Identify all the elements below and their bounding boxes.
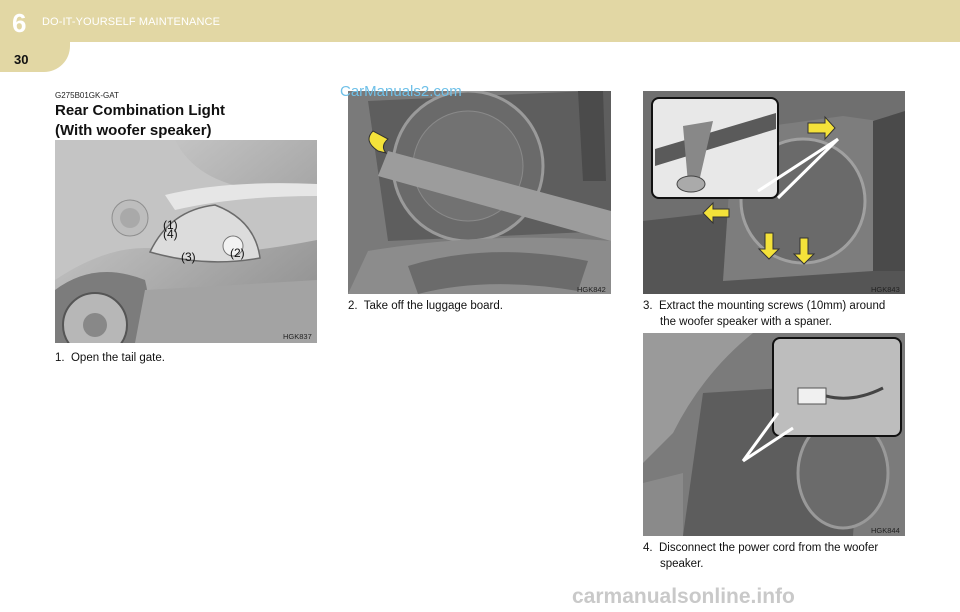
- watermark-top: CarManuals2.com: [340, 83, 462, 100]
- figure-tail-light: [55, 140, 317, 343]
- watermark-bottom: carmanualsonline.info: [572, 585, 795, 608]
- step-3-text-line1: Extract the mounting screws (10mm) aroun…: [658, 300, 886, 312]
- chapter-title: DO-IT-YOURSELF MAINTENANCE: [42, 16, 221, 28]
- figure-code-1: HGK837: [283, 332, 312, 341]
- header-band: [0, 0, 960, 42]
- callout-4: (4): [163, 227, 178, 241]
- callout-3: (3): [181, 250, 196, 264]
- section-title-line1: Rear Combination Light: [55, 102, 225, 119]
- step-4-text-line2: speaker.: [660, 558, 704, 570]
- step-3-text-line2: the woofer speaker with a spaner.: [660, 316, 832, 328]
- section-title: Rear Combination Light (With woofer spea…: [55, 101, 225, 141]
- step-3-number: 3.: [643, 300, 653, 312]
- step-3: 3. Extract the mounting screws (10mm) ar…: [643, 298, 885, 330]
- step-1-number: 1.: [55, 352, 65, 364]
- step-4-number: 4.: [643, 542, 653, 554]
- callout-1: (1): [163, 218, 178, 232]
- figure-code-4: HGK844: [871, 526, 900, 535]
- step-1-text: Open the tail gate.: [70, 352, 165, 364]
- figure-luggage-board: [348, 91, 611, 294]
- figure-code-2: HGK842: [577, 285, 606, 294]
- chapter-number: 6: [12, 8, 27, 38]
- step-2: 2. Take off the luggage board.: [348, 298, 503, 314]
- figure-power-cord: [643, 333, 905, 536]
- figure-woofer-screws: [643, 91, 905, 294]
- step-2-text: Take off the luggage board.: [363, 300, 503, 312]
- step-2-number: 2.: [348, 300, 358, 312]
- step-4: 4. Disconnect the power cord from the wo…: [643, 540, 878, 572]
- step-4-text-line1: Disconnect the power cord from the woofe…: [658, 542, 879, 554]
- chapter-tab: [0, 42, 70, 72]
- step-1: 1. Open the tail gate.: [55, 350, 165, 366]
- callout-2: (2): [230, 246, 245, 260]
- section-title-line2: (With woofer speaker): [55, 122, 212, 139]
- section-code: G275B01GK-GAT: [55, 91, 119, 100]
- page-number: 30: [14, 52, 29, 67]
- figure-code-3: HGK843: [871, 285, 900, 294]
